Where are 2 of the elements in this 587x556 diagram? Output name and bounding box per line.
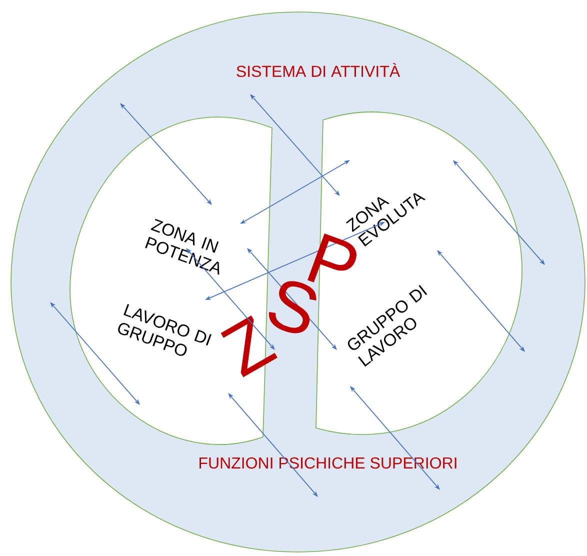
zone-label: SISTEMA DI ATTIVITÀ	[234, 62, 402, 78]
big-letter: P	[308, 234, 356, 282]
